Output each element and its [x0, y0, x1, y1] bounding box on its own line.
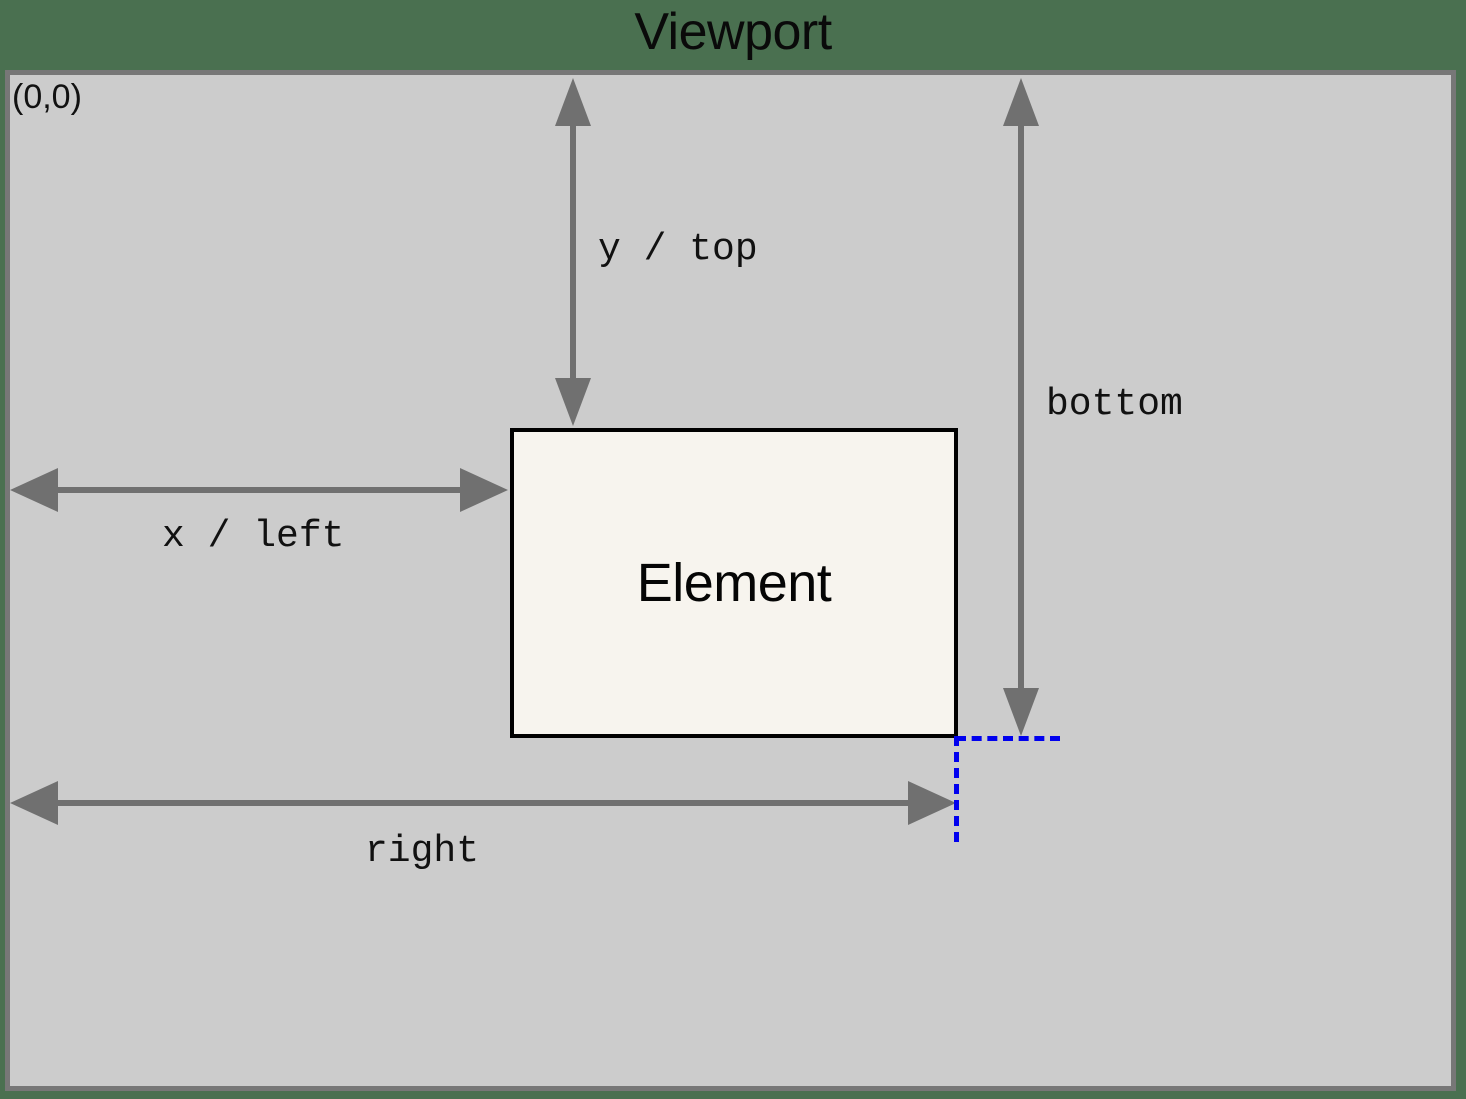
- element-label: Element: [636, 553, 832, 613]
- label-bottom: bottom: [1046, 383, 1183, 426]
- label-x-left: x / left: [162, 515, 345, 558]
- guide-line-horizontal: [956, 736, 1060, 741]
- label-right: right: [365, 830, 480, 873]
- label-y-top: y / top: [598, 228, 758, 271]
- page-title: Viewport: [634, 3, 832, 61]
- title-band: Viewport: [0, 0, 1466, 72]
- origin-coordinate-label: (0,0): [12, 78, 82, 116]
- guide-line-vertical: [954, 736, 959, 842]
- element-box: Element: [510, 428, 958, 738]
